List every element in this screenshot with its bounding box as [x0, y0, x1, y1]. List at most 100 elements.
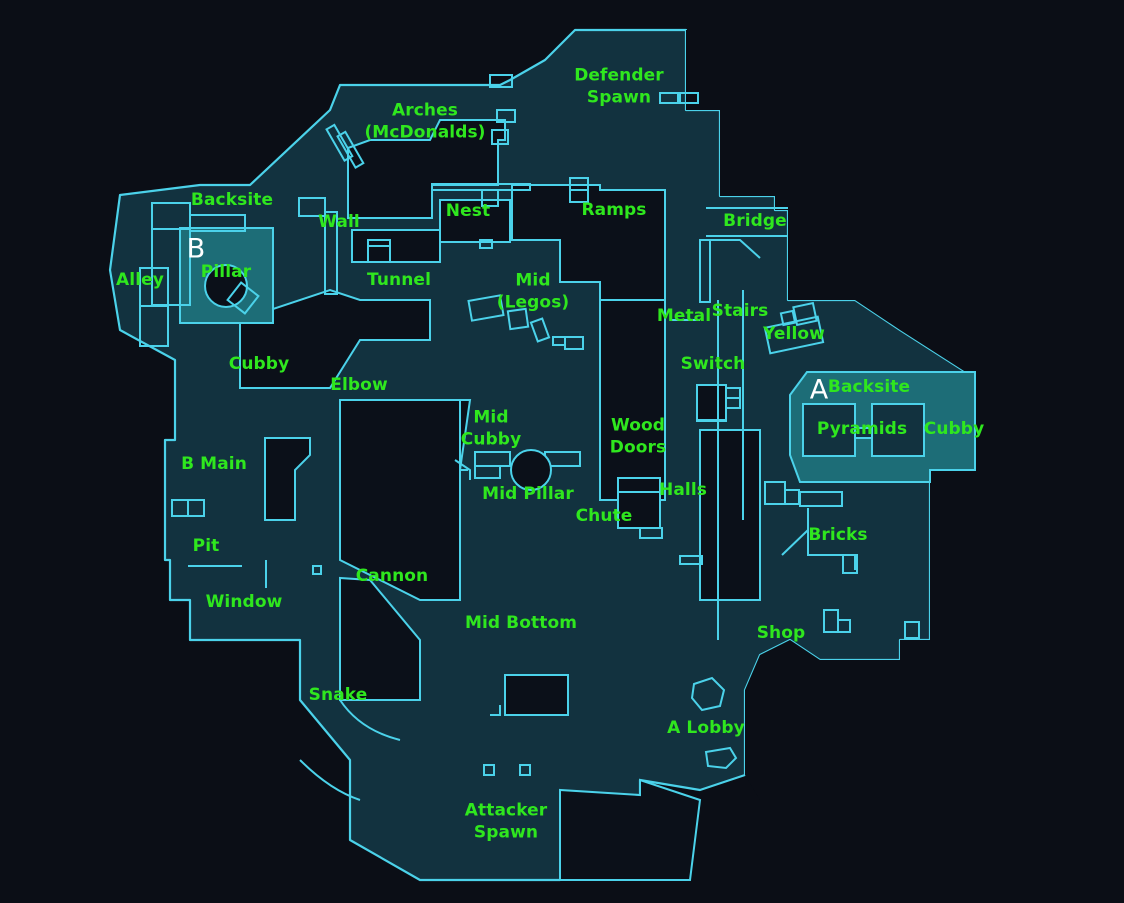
detail-stud-3 [312, 565, 322, 575]
detail-chute-step [639, 527, 663, 539]
detail-wall-top [298, 197, 326, 217]
callout-window[interactable]: Window [205, 592, 283, 613]
detail-midcubby-ramp [454, 459, 471, 480]
callout-wood-doors[interactable]: Wood Doors [609, 415, 667, 457]
void-ramps [439, 199, 511, 243]
detail-defspawn-box-2 [496, 109, 516, 123]
callout-bridge[interactable]: Bridge [723, 211, 787, 232]
detail-midpillar-circle [510, 449, 552, 491]
callout-chute[interactable]: Chute [575, 506, 633, 527]
void-halls [699, 429, 761, 601]
detail-midbottom-ledge [490, 705, 501, 716]
detail-nest-step [481, 189, 499, 207]
detail-bricks-box [842, 554, 858, 574]
site-letter-a[interactable]: A [809, 374, 829, 406]
callout-wall[interactable]: Wall [318, 212, 360, 233]
detail-lego-3 [529, 317, 551, 343]
callout-elbow[interactable]: Elbow [330, 375, 388, 396]
detail-defspawn-box-1 [489, 74, 513, 88]
void-defender-right [686, 30, 1124, 903]
detail-arch-slit-1 [325, 123, 354, 162]
callout-pyramids[interactable]: Pyramids [816, 419, 908, 440]
callout-backsite-b[interactable]: Backsite [190, 190, 274, 211]
detail-b-plant-box [226, 281, 260, 315]
callout-defender-spawn[interactable]: Defender Spawn [574, 65, 664, 107]
detail-bmain-box-2 [187, 499, 205, 517]
detail-cannon-curve [339, 699, 401, 741]
void-attacker-right [559, 778, 702, 881]
callout-stairs[interactable]: Stairs [711, 301, 769, 322]
detail-midcubby-wall [459, 400, 468, 471]
callout-bricks[interactable]: Bricks [808, 525, 868, 546]
detail-chute-box [617, 491, 661, 529]
void-tunnel-block [351, 229, 441, 263]
detail-pyramid-link [854, 427, 873, 439]
callout-cubby-a[interactable]: Cubby [923, 419, 985, 440]
map-wall-details [139, 74, 976, 801]
detail-defspawn-box-3 [659, 92, 679, 104]
detail-arch-slit-2 [336, 130, 365, 169]
detail-yellow-box [763, 315, 825, 355]
callout-alley[interactable]: Alley [116, 270, 164, 291]
callout-arches[interactable]: Arches (McDonalds) [364, 100, 486, 142]
callout-metal[interactable]: Metal [656, 306, 712, 327]
detail-lego-2 [506, 307, 530, 331]
void-midbottom-block [504, 674, 569, 716]
void-mid-right [599, 299, 666, 501]
detail-halls-box [679, 555, 703, 565]
void-pit-block [264, 437, 311, 521]
callout-shop[interactable]: Shop [756, 623, 806, 644]
detail-b-pillar-frame [179, 227, 274, 324]
detail-switch-step-2 [725, 397, 741, 409]
callout-backsite-a[interactable]: Backsite [827, 377, 911, 398]
detail-backsite-box-3 [189, 214, 246, 232]
callout-attacker-spawn[interactable]: Attacker Spawn [464, 800, 548, 842]
void-nest-block [347, 119, 506, 219]
detail-snake-curve [299, 759, 361, 801]
callout-switch[interactable]: Switch [680, 354, 746, 375]
callout-tunnel[interactable]: Tunnel [367, 270, 431, 291]
callout-mid-legos[interactable]: Mid (Legos) [496, 270, 570, 312]
detail-defspawn-box-4 [679, 92, 699, 104]
callout-mid-cubby[interactable]: Mid Cubby [460, 407, 522, 449]
callout-pit[interactable]: Pit [192, 536, 220, 557]
callout-ramps[interactable]: Ramps [581, 200, 647, 221]
callout-snake[interactable]: Snake [308, 685, 368, 706]
detail-tunnel-step-2 [367, 239, 391, 247]
callout-a-lobby[interactable]: A Lobby [667, 718, 745, 739]
callout-cubby-b[interactable]: Cubby [228, 354, 290, 375]
detail-lobby-rock-2 [704, 746, 738, 770]
detail-stud-1 [483, 764, 495, 776]
detail-stud-2 [519, 764, 531, 776]
detail-nest-small [479, 239, 493, 249]
detail-shop-box-3 [904, 621, 920, 639]
detail-bricks-floor [781, 529, 809, 556]
void-switch [696, 384, 727, 421]
callout-mid-bottom[interactable]: Mid Bottom [464, 613, 578, 634]
callout-halls[interactable]: Halls [659, 480, 707, 501]
callout-nest[interactable]: Nest [445, 201, 491, 222]
void-cubby [239, 288, 431, 389]
detail-mid-ledge-2 [552, 336, 566, 346]
callout-yellow[interactable]: Yellow [763, 324, 825, 345]
callout-pillar-b[interactable]: Pillar [200, 262, 252, 283]
detail-shop-box-2 [837, 619, 851, 633]
site-letter-b[interactable]: B [186, 233, 206, 265]
detail-ramp-step-2 [569, 189, 589, 203]
detail-midpillar-box-2 [474, 465, 501, 479]
callout-mid-pillar[interactable]: Mid Pillar [482, 484, 574, 505]
callout-b-main[interactable]: B Main [181, 454, 247, 475]
detail-bridge-post [699, 239, 711, 303]
map-void-blocks [239, 30, 1124, 903]
void-cannon [339, 576, 421, 701]
detail-bridge-3 [706, 239, 761, 259]
detail-bricks-wall [807, 508, 856, 570]
void-elbow [339, 399, 472, 601]
callout-cannon[interactable]: Cannon [355, 566, 429, 587]
detail-wall-long [324, 211, 338, 295]
detail-nest-box [491, 129, 509, 145]
detail-alley-box-2 [139, 305, 169, 347]
